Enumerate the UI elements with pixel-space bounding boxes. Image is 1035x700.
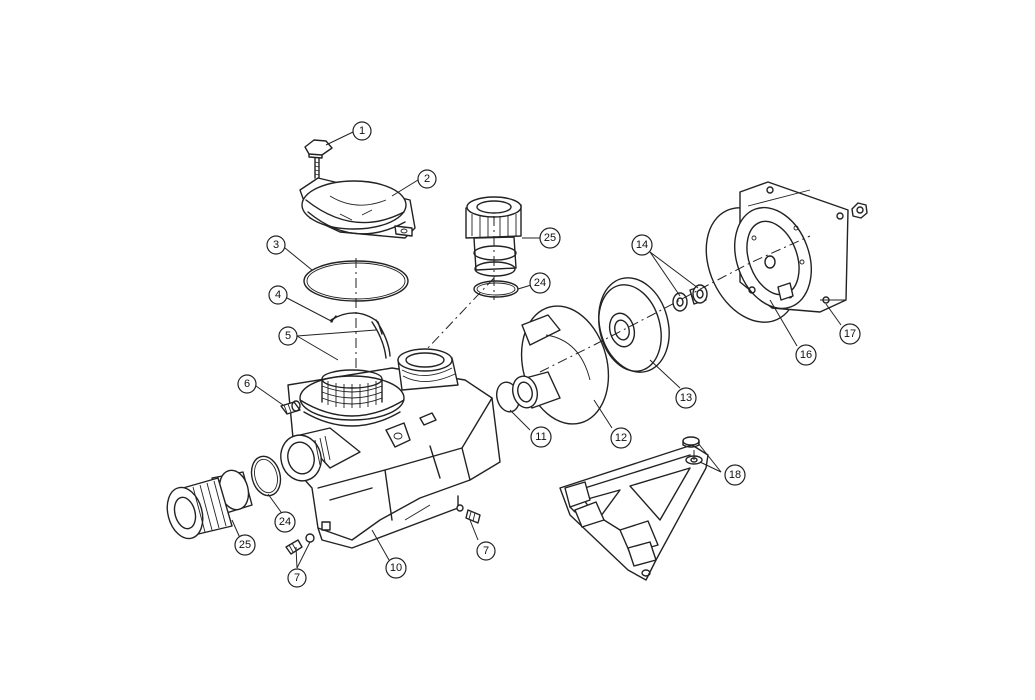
callout-label: 18 xyxy=(729,469,741,481)
center-lines xyxy=(355,216,811,462)
part-strainer-basket xyxy=(299,369,405,427)
part-drain-plug-left xyxy=(285,533,315,555)
callout-label: 7 xyxy=(483,545,489,557)
callout-13: 13 xyxy=(675,387,697,409)
callout-16: 16 xyxy=(795,344,817,366)
callout-label: 25 xyxy=(239,539,251,551)
part-knob-screw xyxy=(304,139,333,179)
part-plug-6 xyxy=(280,400,301,415)
callout-4: 4 xyxy=(268,285,288,305)
callout-24-left: 24 xyxy=(274,511,296,533)
part-hex-nut xyxy=(851,202,868,219)
part-union-oring-left xyxy=(250,455,282,497)
part-impeller xyxy=(598,277,670,373)
callout-11: 11 xyxy=(530,426,552,448)
part-lid xyxy=(299,177,416,239)
callout-7-right: 7 xyxy=(476,541,496,561)
part-drain-plug-right xyxy=(456,504,481,524)
callout-10: 10 xyxy=(385,557,407,579)
callout-3: 3 xyxy=(266,235,286,255)
callout-label: 2 xyxy=(424,173,430,185)
callout-label: 11 xyxy=(535,431,546,443)
callout-label: 1 xyxy=(359,125,365,137)
callout-label: 5 xyxy=(285,330,291,342)
callout-5: 5 xyxy=(278,326,298,346)
callout-14: 14 xyxy=(631,234,653,256)
callout-label: 7 xyxy=(294,572,300,584)
callout-label: 24 xyxy=(279,516,291,528)
callout-7-left: 7 xyxy=(287,568,307,588)
callout-25-left: 25 xyxy=(234,534,256,556)
callout-6: 6 xyxy=(237,374,257,394)
callout-label: 16 xyxy=(800,349,812,361)
callout-label: 13 xyxy=(680,392,692,404)
part-motor-flange xyxy=(734,181,849,313)
part-clips xyxy=(330,312,391,359)
part-discharge-port xyxy=(397,348,459,391)
callout-1: 1 xyxy=(352,121,372,141)
callout-label: 17 xyxy=(844,328,856,340)
part-suction-port xyxy=(280,427,361,482)
callout-label: 10 xyxy=(390,562,402,574)
callout-label: 4 xyxy=(275,289,281,301)
callout-label: 25 xyxy=(544,232,556,244)
callout-17: 17 xyxy=(839,323,861,345)
leader-lines xyxy=(231,131,842,569)
callout-label: 3 xyxy=(273,239,279,251)
callout-25-top: 25 xyxy=(539,227,561,249)
callout-2: 2 xyxy=(417,169,437,189)
part-seal-assembly xyxy=(672,284,708,312)
callout-label: 6 xyxy=(244,378,250,390)
callout-24-top: 24 xyxy=(529,272,551,294)
callout-12: 12 xyxy=(610,427,632,449)
part-diffuser xyxy=(511,305,610,425)
part-motor-bracket xyxy=(559,444,709,581)
part-union-left xyxy=(166,469,253,540)
callout-18: 18 xyxy=(724,464,746,486)
callout-label: 12 xyxy=(615,432,627,444)
callout-label: 14 xyxy=(636,239,648,251)
callout-label: 24 xyxy=(534,277,546,289)
